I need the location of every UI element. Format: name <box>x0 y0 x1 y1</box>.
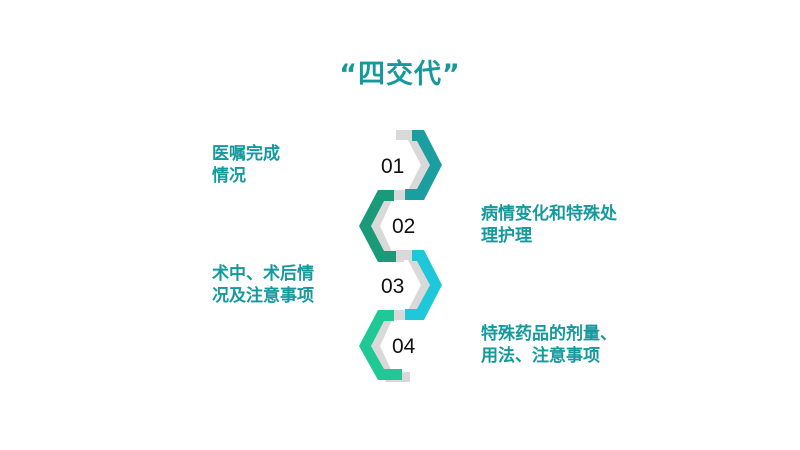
step-label-02: 病情变化和特殊处 理护理 <box>481 203 617 247</box>
step-label-02-line2: 理护理 <box>481 226 532 246</box>
step-label-03-line1: 术中、术后情 <box>212 264 314 284</box>
step-label-01-line1: 医嘱完成 <box>212 144 280 164</box>
chevron-04 <box>359 310 410 382</box>
chevron-03 <box>396 250 442 320</box>
step-label-01: 医嘱完成 情况 <box>212 143 280 187</box>
step-label-03: 术中、术后情 况及注意事项 <box>212 263 314 307</box>
step-label-01-line2: 情况 <box>212 166 246 186</box>
step-label-04-line1: 特殊药品的剂量、 <box>481 324 617 344</box>
step-number-01: 01 <box>381 155 405 178</box>
page-title: “四交代” <box>339 59 461 90</box>
chevron-01 <box>396 130 442 200</box>
step-label-04: 特殊药品的剂量、 用法、注意事项 <box>481 323 617 367</box>
step-number-04: 04 <box>392 335 416 358</box>
step-number-02: 02 <box>392 215 416 238</box>
step-label-03-line2: 况及注意事项 <box>212 286 314 306</box>
step-number-03: 03 <box>381 275 405 298</box>
step-label-04-line2: 用法、注意事项 <box>481 346 600 366</box>
chevron-02 <box>359 190 404 262</box>
step-label-02-line1: 病情变化和特殊处 <box>481 204 617 224</box>
